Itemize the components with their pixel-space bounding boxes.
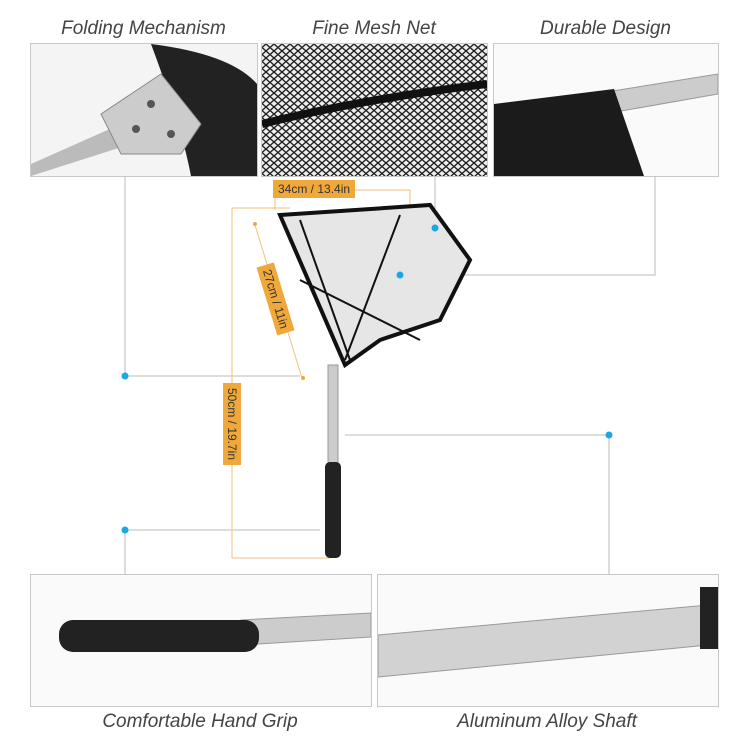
hand-grip-image [30, 574, 372, 707]
width-dimension-label: 34cm / 13.4in [273, 180, 356, 198]
title-fine-mesh-net: Fine Mesh Net [312, 18, 436, 39]
durable-design-image [493, 43, 719, 177]
title-comfortable-hand-grip: Comfortable Hand Grip [102, 711, 298, 732]
title-folding-mechanism: Folding Mechanism [61, 18, 226, 39]
aluminum-shaft-image [377, 574, 719, 707]
fishing-net [277, 202, 473, 369]
title-durable-design: Durable Design [540, 18, 671, 39]
net-shaft [327, 364, 339, 466]
title-aluminum-alloy-shaft: Aluminum Alloy Shaft [457, 711, 637, 732]
length-dimension-label: 50cm / 19.7in [223, 382, 242, 466]
folding-mechanism-image [30, 43, 258, 177]
net-handle [325, 462, 341, 558]
callout-dots [121, 224, 613, 534]
fine-mesh-net-image [261, 43, 488, 177]
